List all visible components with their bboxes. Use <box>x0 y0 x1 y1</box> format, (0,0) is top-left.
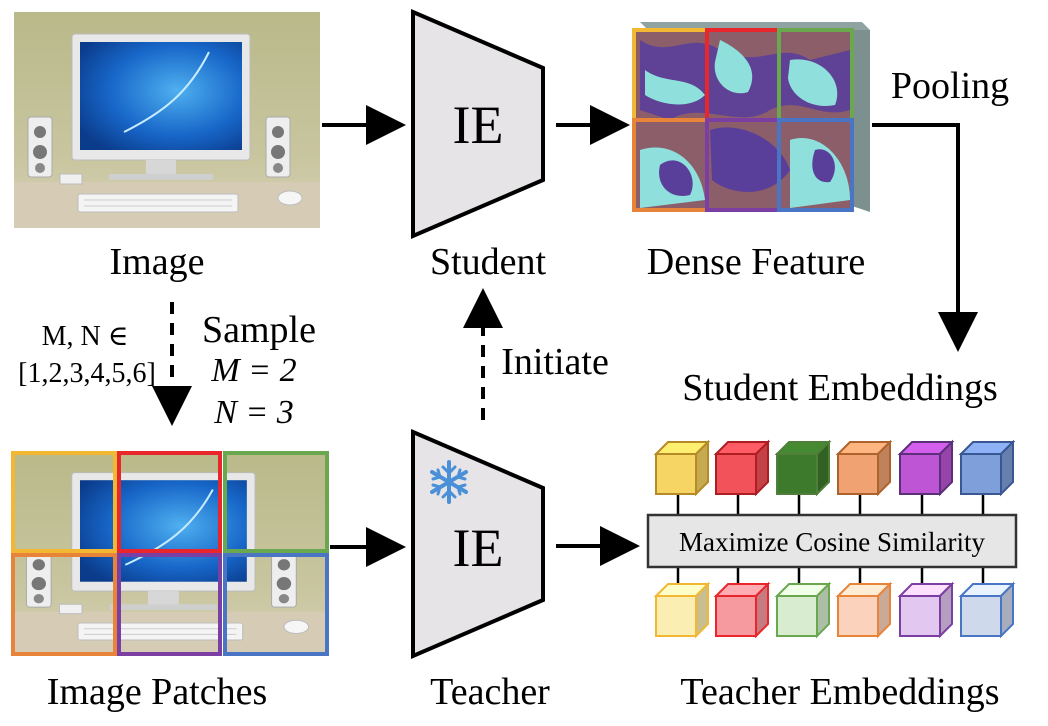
mn-range-line2: [1,2,3,4,5,6] <box>18 358 156 389</box>
m-value: M = 2 <box>210 352 296 389</box>
teacher-embedding-cubes <box>653 581 1016 639</box>
image-patches-label: Image Patches <box>47 671 268 713</box>
teacher-embedding-cube <box>774 581 832 639</box>
initiate-label: Initiate <box>501 341 609 383</box>
student-label: Student <box>430 241 547 283</box>
cosine-similarity-box: Maximize Cosine Similarity <box>646 513 1018 569</box>
mn-range-line1: M, N ∈ <box>42 321 129 352</box>
student-embedding-cube <box>958 439 1016 497</box>
student-embedding-cube <box>897 439 955 497</box>
teacher-embedding-cube <box>958 581 1016 639</box>
student-embedding-cube <box>653 439 711 497</box>
teacher-embedding-cube <box>897 581 955 639</box>
snowflake-icon <box>430 460 468 504</box>
student-encoder: IE <box>411 8 545 240</box>
teacher-embedding-cube <box>653 581 711 639</box>
student-embedding-cube <box>774 439 832 497</box>
input-image <box>13 11 321 229</box>
sample-label: Sample <box>202 309 316 351</box>
teacher-embedding-cube <box>835 581 893 639</box>
student-embedding-cube <box>713 439 771 497</box>
student-ie-label: IE <box>453 95 504 155</box>
student-embeddings-label: Student Embeddings <box>682 367 998 409</box>
teacher-embeddings-label: Teacher Embeddings <box>680 671 999 713</box>
teacher-encoder: IE <box>411 428 545 660</box>
arrow-pooling <box>872 123 978 352</box>
student-embedding-cube <box>835 439 893 497</box>
teacher-label: Teacher <box>430 671 550 713</box>
teacher-embedding-cube <box>713 581 771 639</box>
dense-feature-label: Dense Feature <box>647 241 865 283</box>
image-patches <box>10 450 330 657</box>
maximize-cosine-similarity-label: Maximize Cosine Similarity <box>679 527 985 557</box>
n-value: N = 3 <box>213 394 294 431</box>
teacher-ie-label: IE <box>453 518 504 578</box>
pooling-label: Pooling <box>891 65 1009 107</box>
dense-feature-map <box>632 22 870 212</box>
student-embedding-cubes <box>653 439 1016 497</box>
image-label: Image <box>110 241 205 283</box>
